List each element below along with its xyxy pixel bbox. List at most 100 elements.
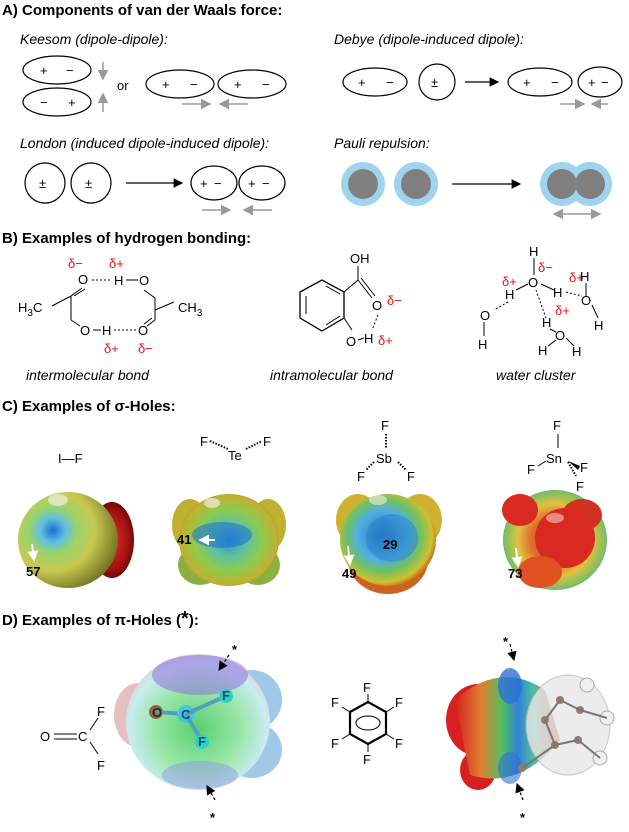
svg-text:O: O xyxy=(80,323,90,338)
debye-label: Debye (dipole-induced dipole): xyxy=(334,31,524,47)
svg-text:δ+: δ+ xyxy=(109,256,124,271)
molecule-snf4: F Sn F F F xyxy=(527,418,588,494)
or-label: or xyxy=(117,78,129,93)
svg-text:+: + xyxy=(588,75,596,90)
svg-text:+: + xyxy=(523,75,531,90)
pi-hole-arrow-top-c6f6 xyxy=(510,644,514,660)
svg-text:OH: OH xyxy=(350,251,370,266)
esp-surface-c6f6 xyxy=(446,668,614,790)
svg-text:Te: Te xyxy=(228,448,242,463)
molecule-sbf3: F Sb F F xyxy=(357,418,415,484)
keesom-dipole-bottom: − + xyxy=(23,88,91,116)
svg-text:±: ± xyxy=(85,176,92,191)
svg-text:δ−: δ− xyxy=(538,260,553,275)
debye-result: + − + − xyxy=(508,67,622,97)
svg-text:H: H xyxy=(529,244,538,259)
svg-text:Sb: Sb xyxy=(376,451,392,466)
svg-text:H: H xyxy=(594,318,603,333)
svg-text:O: O xyxy=(528,275,538,290)
svg-text:H: H xyxy=(364,331,373,346)
acetic-acid-dimer: δ− δ+ O H O H3C O H O CH3 δ+ δ− xyxy=(18,256,203,356)
svg-text:F: F xyxy=(200,434,208,449)
section-b-title: B) Examples of hydrogen bonding: xyxy=(2,230,251,247)
keesom-dipole-top: + − xyxy=(23,56,91,84)
intramolecular-label: intramolecular bond xyxy=(270,367,394,383)
svg-text:−: − xyxy=(190,77,198,92)
svg-text:H: H xyxy=(478,337,487,352)
svg-text:H: H xyxy=(553,285,562,300)
svg-text:−: − xyxy=(551,75,559,90)
value-57: 57 xyxy=(26,564,40,579)
svg-text:δ+: δ+ xyxy=(104,341,119,356)
pauli-atoms xyxy=(341,162,438,206)
star-bottom-c6f6: * xyxy=(520,810,526,825)
section-c-title: C) Examples of σ-Holes: xyxy=(2,398,176,415)
svg-text:F: F xyxy=(580,460,588,475)
pauli-overlap xyxy=(540,162,612,206)
water-cluster-label: water cluster xyxy=(496,367,577,383)
value-41: 41 xyxy=(177,532,191,547)
esp-surface-cof2: O C F F xyxy=(114,654,282,790)
svg-text:+: + xyxy=(200,176,208,191)
svg-text:O: O xyxy=(346,334,356,349)
svg-text:F: F xyxy=(331,695,339,710)
svg-text:F: F xyxy=(363,680,371,695)
svg-text:+: + xyxy=(248,176,256,191)
svg-text:+: + xyxy=(234,77,242,92)
keesom-side-pair: + − + − xyxy=(146,70,286,98)
svg-text:F: F xyxy=(395,695,403,710)
pi-hole-arrow-bottom-c6f6 xyxy=(517,784,523,800)
svg-text:+: + xyxy=(162,77,170,92)
svg-text:δ−: δ− xyxy=(387,293,402,308)
svg-text:Sn: Sn xyxy=(546,451,562,466)
svg-text:F: F xyxy=(407,469,415,484)
svg-text:δ+: δ+ xyxy=(378,333,393,348)
keesom-label: Keesom (dipole-dipole): xyxy=(20,31,168,47)
section-d-title: D) Examples of π-Holes (*): xyxy=(2,608,199,630)
svg-text:+: + xyxy=(68,95,76,110)
svg-text:±: ± xyxy=(431,75,438,90)
svg-text:δ−: δ− xyxy=(68,256,83,271)
svg-text:O: O xyxy=(78,272,88,287)
svg-text:H: H xyxy=(114,273,123,288)
svg-text:F: F xyxy=(576,479,584,494)
svg-text:F: F xyxy=(97,704,105,719)
svg-text:F: F xyxy=(97,758,105,773)
svg-text:H: H xyxy=(580,269,589,284)
svg-text:−: − xyxy=(40,95,48,110)
svg-text:−: − xyxy=(214,176,222,191)
svg-text:O: O xyxy=(372,298,382,313)
molecule-if: I—F xyxy=(58,451,83,466)
svg-text:C: C xyxy=(78,729,87,744)
svg-text:CH3: CH3 xyxy=(178,300,203,319)
star-top-c6f6: * xyxy=(503,634,509,649)
svg-text:−: − xyxy=(262,77,270,92)
svg-text:O: O xyxy=(40,729,50,744)
svg-text:F: F xyxy=(357,469,365,484)
svg-text:F: F xyxy=(395,736,403,751)
svg-text:H3C: H3C xyxy=(18,300,42,319)
intramolecular-molecule: OH O δ− O H δ+ xyxy=(300,251,402,349)
value-73: 73 xyxy=(508,566,522,581)
svg-text:O: O xyxy=(139,273,149,288)
london-pair: ± ± xyxy=(25,163,111,203)
debye-dipole: + − ± xyxy=(343,64,455,100)
svg-text:δ+: δ+ xyxy=(555,303,570,318)
svg-text:F: F xyxy=(263,434,271,449)
pauli-label: Pauli repulsion: xyxy=(334,135,430,151)
svg-text:−: − xyxy=(601,75,609,90)
svg-text:C: C xyxy=(181,707,191,722)
star-top-cof2: * xyxy=(232,642,238,657)
svg-text:H: H xyxy=(572,344,581,359)
svg-text:F: F xyxy=(222,688,230,703)
svg-text:±: ± xyxy=(39,176,46,191)
london-result: + − + − xyxy=(191,166,285,200)
svg-text:O: O xyxy=(138,323,148,338)
star-bottom-cof2: * xyxy=(210,810,216,825)
svg-text:F: F xyxy=(527,462,535,477)
intermolecular-label: intermolecular bond xyxy=(26,367,150,383)
london-label: London (induced dipole-induced dipole): xyxy=(20,135,269,151)
svg-text:H: H xyxy=(102,323,111,338)
value-49: 49 xyxy=(342,566,356,581)
